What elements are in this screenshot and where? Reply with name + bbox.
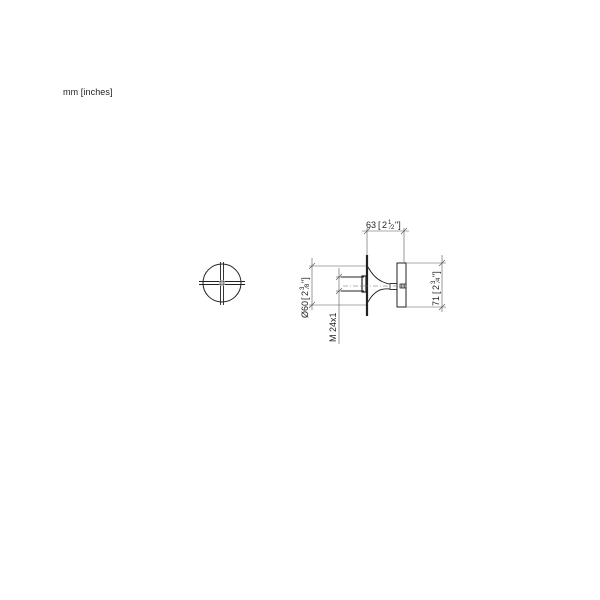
svg-text:2: 2: [300, 291, 310, 296]
dimension-depth-mm: 63: [366, 220, 376, 230]
svg-text:3: 3: [300, 286, 306, 290]
svg-text:⁄8: ⁄8: [305, 283, 311, 290]
svg-text:3: 3: [431, 280, 437, 284]
dimension-thread-label: M 24x1: [328, 312, 338, 342]
dimension-height-71: [406, 255, 446, 312]
dimension-thread-m24: [335, 268, 343, 344]
svg-text:⁄4: ⁄4: [436, 277, 442, 284]
svg-text:[: [: [431, 291, 441, 294]
dimension-height-label: 71 [ 2 3 ⁄4 "]: [431, 271, 442, 306]
svg-text:⁄2: ⁄2: [388, 225, 395, 231]
dimension-depth-inch-bracket: [ 2 1 ⁄2 "]: [378, 220, 401, 231]
svg-text:"]: "]: [431, 271, 441, 277]
svg-text:1: 1: [388, 220, 392, 226]
svg-text:[: [: [378, 220, 381, 230]
svg-text:[: [: [300, 297, 310, 300]
svg-text:71: 71: [431, 296, 441, 306]
cross-handle-front-view: [199, 262, 245, 305]
svg-text:2: 2: [382, 220, 387, 230]
units-label: mm [inches]: [63, 87, 113, 97]
dimension-depth-63: [362, 227, 409, 263]
dimension-diameter-60: [308, 258, 366, 310]
svg-text:"]: "]: [300, 277, 310, 283]
dimension-diameter-label: Ø60 [ 2 3 ⁄8 "]: [300, 277, 311, 318]
cross-handle-side-view: [341, 255, 407, 316]
svg-text:Ø60: Ø60: [300, 301, 310, 318]
svg-text:2: 2: [431, 285, 441, 290]
svg-text:"]: "]: [395, 220, 401, 230]
